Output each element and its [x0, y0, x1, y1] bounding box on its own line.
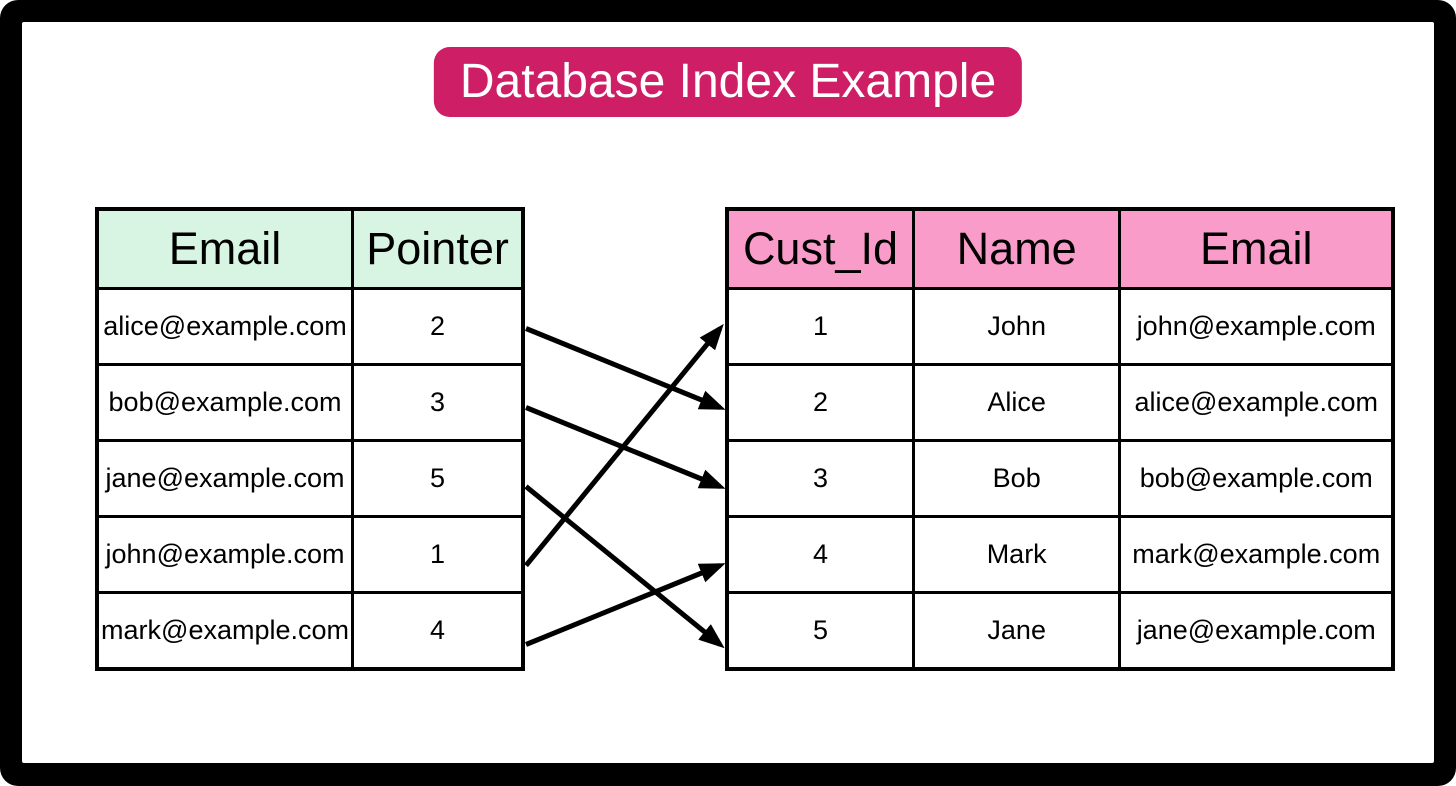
table-cell: Mark	[911, 515, 1122, 594]
table-cell: jane@example.com	[95, 439, 355, 518]
table-cell: john@example.com	[1118, 287, 1395, 366]
table-cell: Bob	[911, 439, 1122, 518]
title-badge: Database Index Example	[433, 47, 1023, 117]
table-cell: mark@example.com	[1118, 515, 1395, 594]
table-cell: 3	[351, 363, 525, 442]
table-cell: 2	[725, 363, 915, 442]
table-cell: John	[911, 287, 1122, 366]
table-cell: Alice	[911, 363, 1122, 442]
table-cell: alice@example.com	[95, 287, 355, 366]
table-cell: 3	[725, 439, 915, 518]
table-cell: Jane	[911, 591, 1122, 671]
column-header: Email	[1118, 207, 1395, 290]
table-cell: 5	[351, 439, 525, 518]
table-cell: 1	[351, 515, 525, 594]
table-cell: alice@example.com	[1118, 363, 1395, 442]
pointer-arrow	[525, 326, 726, 410]
table-cell: 4	[725, 515, 915, 594]
pointer-arrow	[524, 323, 724, 568]
table-cell: 1	[725, 287, 915, 366]
column-header: Cust_Id	[725, 207, 915, 290]
page-title: Database Index Example	[459, 55, 997, 108]
column-header: Pointer	[351, 207, 525, 290]
table-cell: john@example.com	[95, 515, 355, 594]
column-header: Name	[911, 207, 1122, 290]
pointer-arrow	[525, 405, 726, 489]
table-cell: bob@example.com	[95, 363, 355, 442]
column-header: Email	[95, 207, 355, 290]
table-cell: 5	[725, 591, 915, 671]
table-cell: mark@example.com	[95, 591, 355, 671]
pointer-arrow	[524, 484, 725, 649]
table-cell: 4	[351, 591, 525, 671]
table-cell: bob@example.com	[1118, 439, 1395, 518]
table-cell: jane@example.com	[1118, 591, 1395, 671]
pointer-arrow	[525, 563, 726, 647]
table-cell: 2	[351, 287, 525, 366]
